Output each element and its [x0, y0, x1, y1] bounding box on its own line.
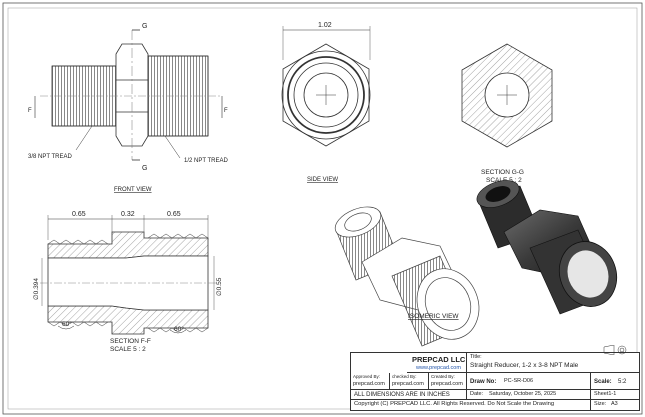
company-cell: PREPCAD LLC www.prepcad.com — [407, 353, 467, 373]
sheet-cell: Sheet1-1 — [591, 390, 639, 400]
checked-value: prepcad.com — [392, 381, 424, 387]
scale-value: 5:2 — [618, 379, 627, 385]
dim-b-label: 0.32 — [121, 211, 135, 218]
dim-c-label: 0.65 — [167, 211, 181, 218]
date-label: Date: — [470, 391, 484, 397]
sheet-value: Sheet1-1 — [594, 391, 617, 397]
checked-label: checked By: — [392, 374, 417, 379]
label-g-bottom: G — [142, 165, 147, 172]
projection-symbol-icon — [603, 344, 627, 356]
created-cell: Created By: prepcad.com — [429, 373, 467, 390]
dia-left-label: ∅0.394 — [33, 278, 40, 300]
created-value: prepcad.com — [431, 381, 463, 387]
draw-no-cell: Draw No: PC-SR-D06 — [467, 373, 591, 390]
dim-a-label: 0.65 — [72, 211, 86, 218]
company-name: PREPCAD LLC — [412, 355, 466, 364]
isometric-line-model — [334, 206, 480, 347]
scale-label: Scale: — [594, 379, 612, 385]
projection-symbol-cell — [590, 342, 638, 356]
section-ff-upper-wall — [47, 231, 209, 259]
side-view-title: SIDE VIEW — [307, 177, 338, 183]
front-view — [34, 29, 223, 161]
date-cell: Date: Saturday, October 25, 2025 — [467, 390, 591, 400]
side-dim-label: 1.02 — [318, 22, 332, 29]
section-ff-scale: SCALE 5 : 2 — [110, 346, 146, 353]
size-value: A3 — [611, 401, 618, 407]
angle-right-label: 60° — [174, 325, 184, 333]
title-cell: Title: Straight Reducer, 1-2 x 3-8 NPT M… — [467, 353, 639, 373]
scale-cell: Scale: 5:2 — [591, 373, 639, 390]
section-ff-title: SECTION F-F — [110, 338, 151, 345]
label-f-right: F — [224, 108, 228, 114]
side-view — [281, 26, 371, 147]
title-block: PREPCAD LLC www.prepcad.com Title: Strai… — [350, 352, 640, 411]
isometric-shaded-model — [476, 180, 618, 315]
copyright-cell: Copyright (C) PREPCAD LLC. All Rights Re… — [351, 400, 591, 410]
dia-right-label: ∅0.55 — [216, 277, 223, 296]
approved-label: Approved By: — [353, 374, 381, 379]
created-label: Created By: — [431, 374, 455, 379]
checked-cell: checked By: prepcad.com — [390, 373, 429, 390]
units-note: ALL DIMENSIONS ARE IN INCHES — [354, 392, 450, 398]
side-outer-circle — [281, 50, 371, 140]
isometric-view-title: ISOMERIC VIEW — [408, 313, 459, 320]
company-website: www.prepcad.com — [416, 365, 461, 371]
label-g-top: G — [142, 23, 147, 30]
sheet-inner-border — [7, 7, 638, 410]
thread-left-label: 3/8 NPT TREAD — [28, 154, 72, 160]
title-label: Title: — [470, 354, 482, 360]
drawing-title: Straight Reducer, 1-2 x 3-8 NPT Male — [470, 362, 579, 369]
approved-value: prepcad.com — [353, 381, 385, 387]
copyright-text: Copyright (C) PREPCAD LLC. All Rights Re… — [354, 401, 555, 407]
section-gg-title: SECTION G-G — [481, 169, 524, 176]
angle-left-label: 60° — [62, 320, 72, 328]
draw-no-label: Draw No: — [470, 379, 497, 385]
section-g-g — [461, 43, 553, 148]
approved-cell: Approved By: prepcad.com — [351, 373, 390, 390]
section-f-f — [40, 215, 216, 335]
date-value: Saturday, October 25, 2025 — [489, 391, 557, 397]
size-cell: Size: A3 — [591, 400, 639, 410]
size-label: Size: — [594, 401, 607, 407]
thread-right-label: 1/2 NPT TREAD — [184, 158, 228, 164]
front-hex-body — [115, 43, 149, 147]
front-view-title: FRONT VIEW — [114, 187, 152, 193]
draw-no-value: PC-SR-D06 — [504, 378, 534, 384]
units-cell: ALL DIMENSIONS ARE IN INCHES — [351, 390, 467, 400]
label-f-left: F — [28, 108, 32, 114]
